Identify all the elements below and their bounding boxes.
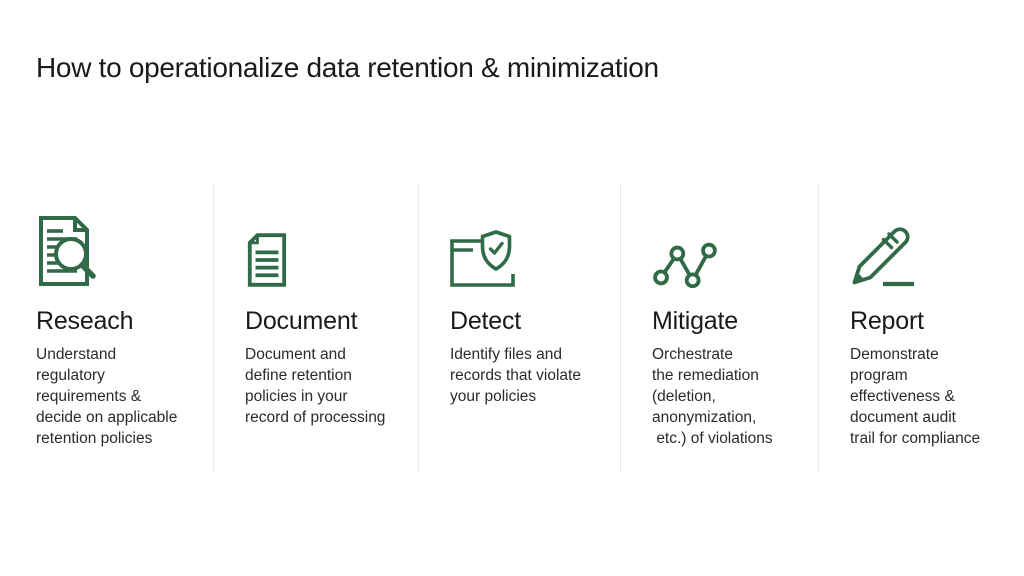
step-description: Identify files and records that violate … bbox=[450, 346, 581, 405]
steps-row: Reseach Understand regulatory requiremen… bbox=[36, 183, 1024, 473]
step-report: Report Demonstrate program effectiveness… bbox=[818, 183, 1024, 473]
step-title: Report bbox=[850, 307, 924, 335]
step-mitigate: Mitigate Orchestrate the remediation (de… bbox=[620, 183, 818, 473]
document-lines-icon bbox=[247, 233, 287, 287]
step-reseach: Reseach Understand regulatory requiremen… bbox=[36, 183, 213, 473]
step-document: Document Document and define retention p… bbox=[213, 183, 418, 473]
page-title: How to operationalize data retention & m… bbox=[36, 52, 659, 83]
pencil-underline-icon bbox=[852, 227, 914, 287]
step-icon-slot bbox=[652, 212, 818, 288]
document-magnifier-icon bbox=[39, 216, 96, 286]
step-description: Document and define retention policies i… bbox=[245, 346, 386, 426]
step-icon-slot bbox=[245, 212, 418, 288]
step-icon-slot bbox=[850, 212, 1024, 288]
step-icon-slot bbox=[36, 212, 213, 288]
folder-shield-check-icon bbox=[450, 230, 515, 287]
step-icon-slot bbox=[450, 212, 620, 288]
step-title: Reseach bbox=[36, 307, 134, 335]
step-title: Document bbox=[245, 307, 358, 335]
step-title: Detect bbox=[450, 307, 522, 335]
step-description: Demonstrate program effectiveness & docu… bbox=[850, 346, 981, 447]
activity-chart-icon bbox=[653, 242, 717, 288]
step-description: Orchestrate the remediation (deletion, a… bbox=[652, 346, 773, 447]
step-title: Mitigate bbox=[652, 307, 738, 335]
step-detect: Detect Identify files and records that v… bbox=[418, 183, 620, 473]
step-description: Understand regulatory requirements & dec… bbox=[36, 346, 178, 447]
